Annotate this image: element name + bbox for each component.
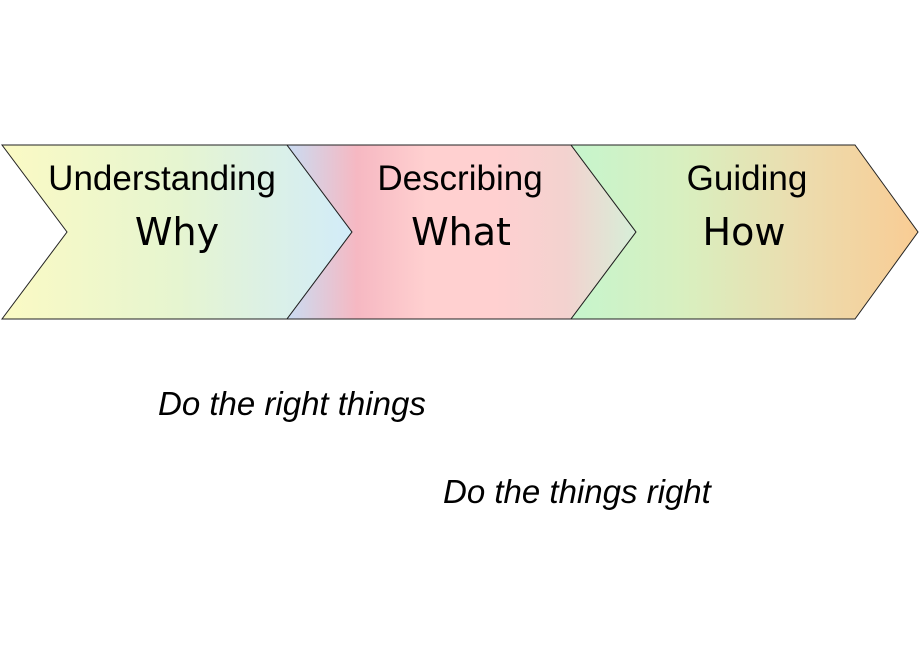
chevron-stage-describing: Describing What — [286, 144, 637, 320]
stage-label: Understanding — [48, 159, 276, 198]
stage-question: What — [411, 210, 511, 254]
motto-do-the-things-right: Do the things right — [443, 473, 711, 510]
chevron-stage-understanding: Understanding Why — [1, 144, 353, 320]
chevron-stage-guiding: Guiding How — [570, 144, 919, 320]
stage-label: Describing — [377, 159, 542, 198]
stage-label: Guiding — [687, 159, 808, 198]
motto-do-the-right-things: Do the right things — [158, 385, 426, 422]
stage-question: How — [703, 210, 786, 254]
stage-question: Why — [135, 210, 219, 254]
chevron-shape — [570, 144, 919, 320]
